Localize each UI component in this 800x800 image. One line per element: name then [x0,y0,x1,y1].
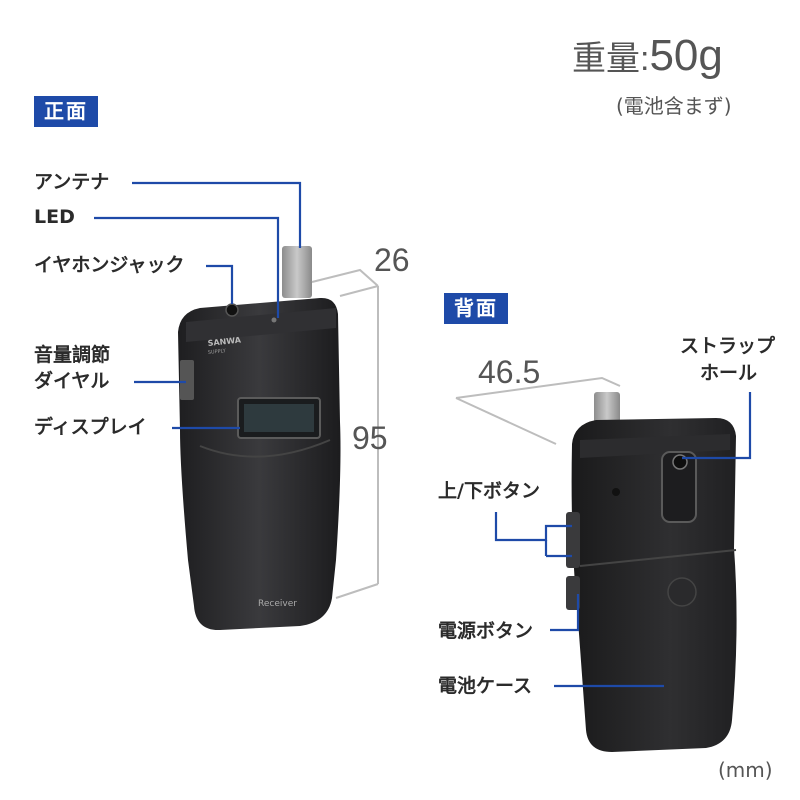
front-device: SANWA SUPPLY Receiver [178,246,341,631]
dim-depth: 26 [374,242,410,278]
weight-label: 重量:50g [572,34,723,81]
dim-width: 46.5 [478,354,541,390]
label-earphone-jack: イヤホンジャック [34,254,185,276]
label-volume-dial-1: 音量調節 [34,344,111,366]
dim-height: 95 [352,420,388,456]
front-led [271,317,277,323]
label-updown-button: 上/下ボタン [438,480,540,502]
unit-label: (mm) [718,758,773,782]
volume-dial [180,360,194,400]
label-led: LED [34,206,75,228]
back-device [566,392,737,752]
weight-prefix: 重量: [572,40,650,78]
front-earphone-jack [225,303,239,317]
svg-text:SUPPLY: SUPPLY [208,348,228,356]
updown-buttons [566,512,580,568]
front-dimension-lines [311,268,379,599]
weight-note: (電池含まず) [616,94,732,118]
front-brand: SANWA [207,335,242,348]
label-antenna: アンテナ [34,171,110,193]
label-strap-hole-1: ストラップ [680,335,776,357]
weight-value: 50g [649,31,723,80]
label-display: ディスプレイ [34,416,147,438]
label-battery-case: 電池ケース [438,675,533,697]
front-antenna [282,246,312,298]
back-dimension-lines [455,376,621,445]
power-button-shape [566,576,580,610]
label-power-button: 電源ボタン [438,620,534,642]
back-badge: 背面 [444,293,508,324]
label-volume-dial-2: ダイヤル [34,370,110,392]
leader-lines [94,181,752,688]
label-strap-hole-2: ホール [700,362,758,384]
front-model: Receiver [258,599,297,609]
front-badge: 正面 [34,96,98,127]
